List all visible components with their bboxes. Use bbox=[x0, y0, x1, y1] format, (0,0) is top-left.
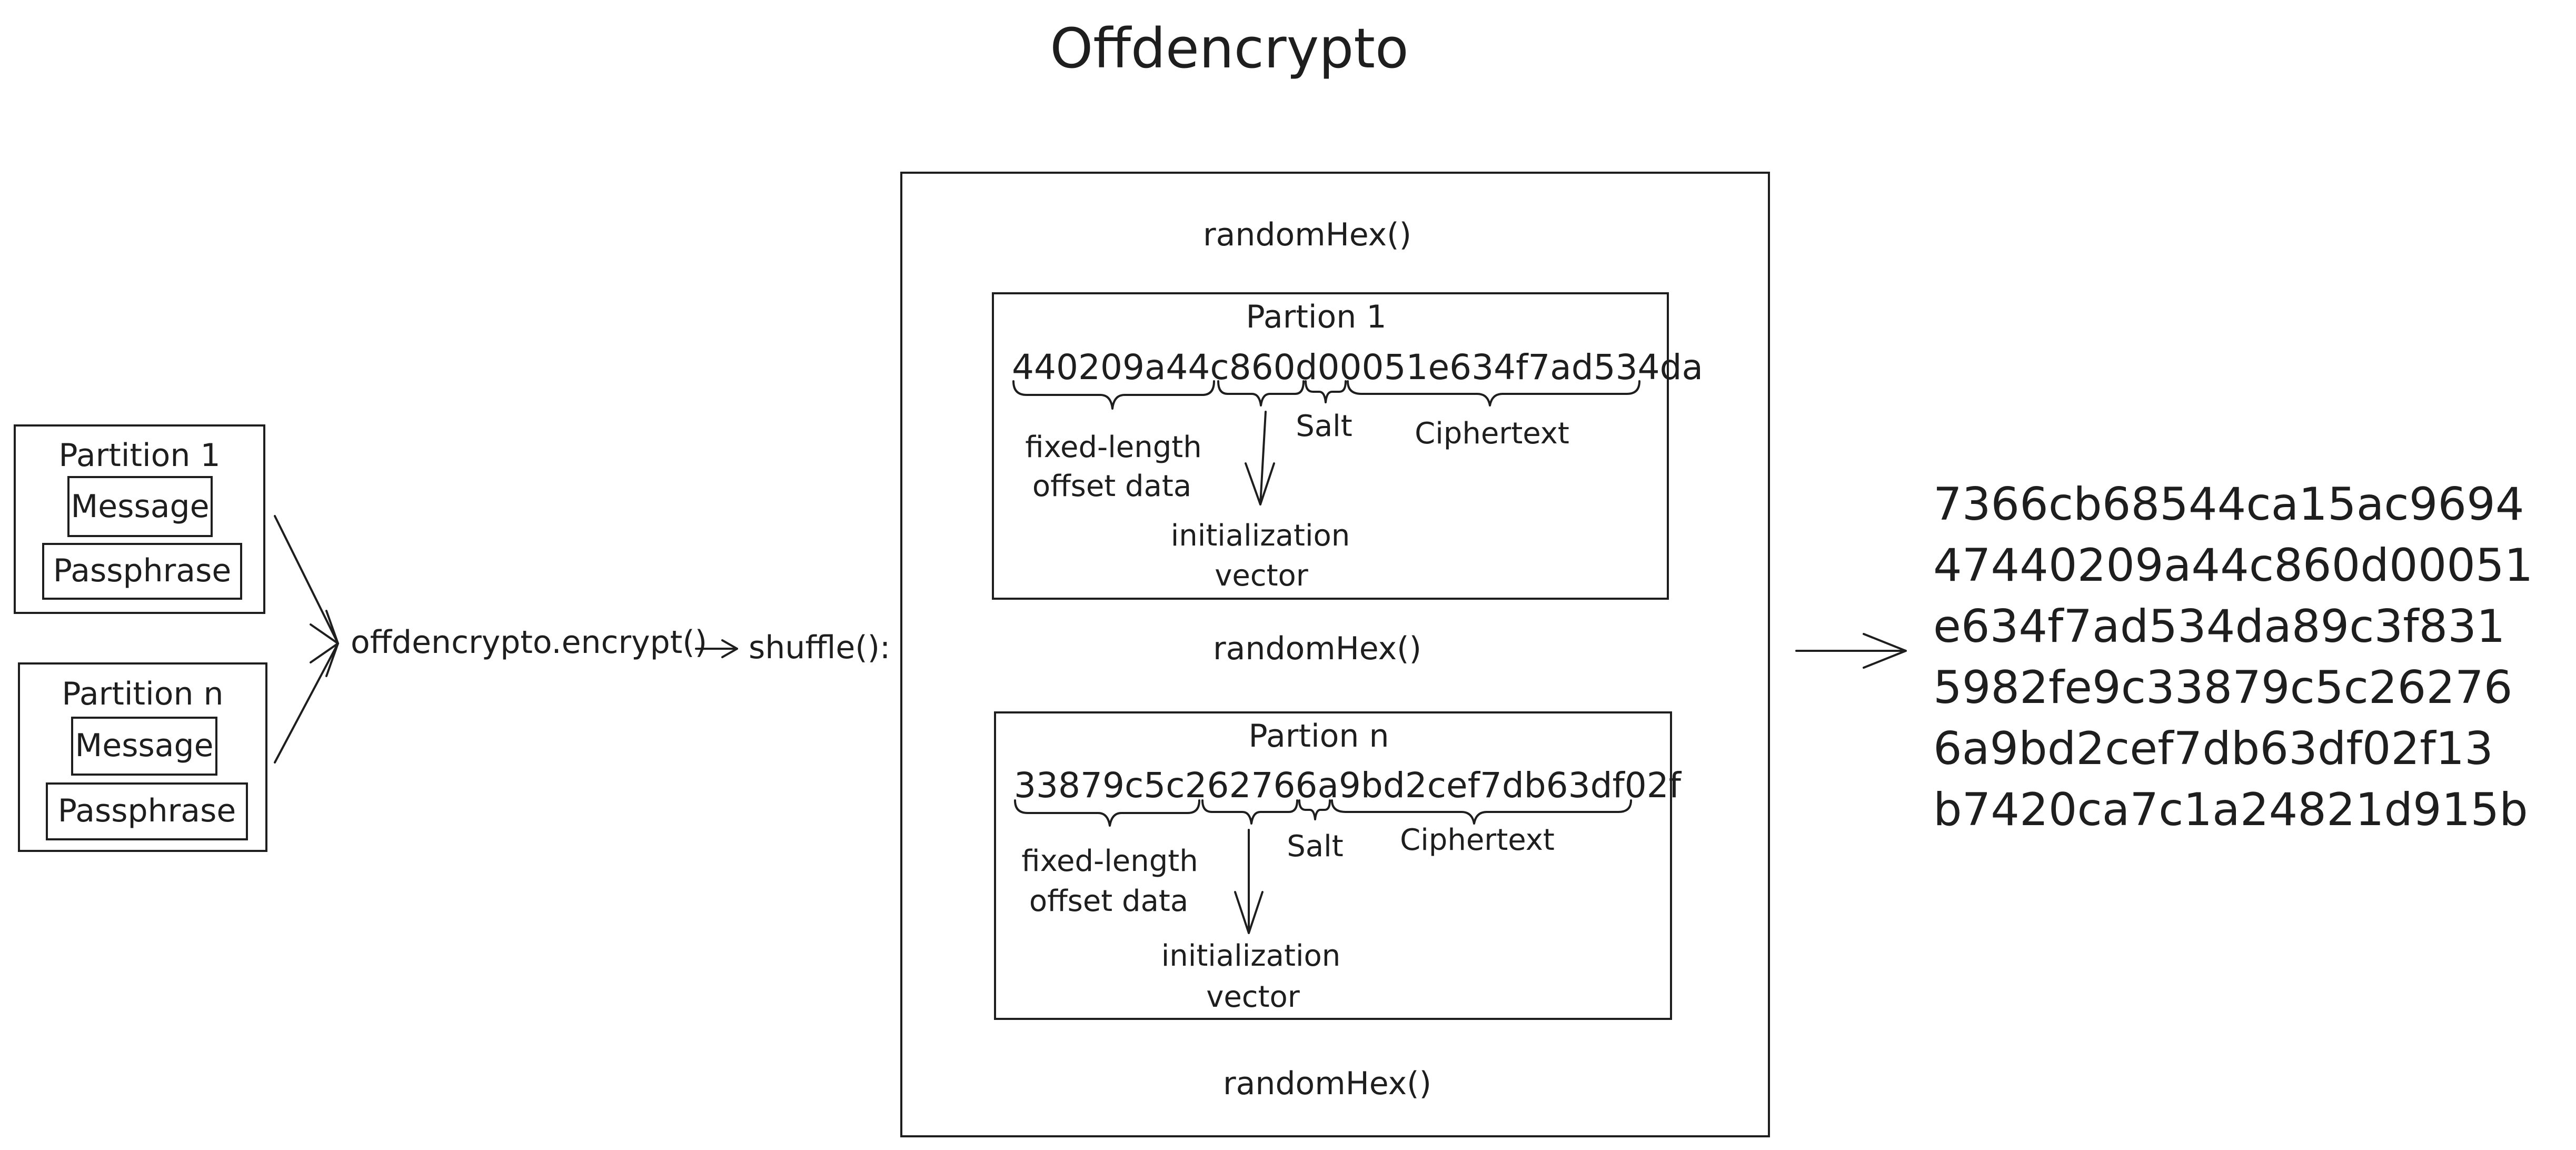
partition-1-ciphertext-label: Ciphertext bbox=[1415, 417, 1569, 451]
partition-1-iv-brace bbox=[1217, 380, 1305, 407]
partition-1-ciphertext-hex: 051e634f7ad534da bbox=[1362, 347, 1703, 388]
input-partition-n: Partition n Message Passphrase bbox=[18, 662, 267, 852]
input-partition-1-passphrase-box bbox=[42, 543, 242, 600]
merge-arrowhead-1 bbox=[310, 610, 339, 645]
partition-n-offset-hex: 33879c5c2 bbox=[1014, 765, 1207, 806]
partition-1-offset-brace bbox=[1012, 380, 1215, 410]
partition-n-detail: Partion n 33879c5c262766a9bd2cef7db63df0… bbox=[994, 711, 1682, 1020]
partition-1-iv-arrow bbox=[1245, 411, 1275, 505]
arrow-from-partition-n bbox=[274, 642, 339, 764]
partition-1-salt-hex: 00 bbox=[1318, 347, 1362, 388]
partition-1-salt-brace bbox=[1305, 380, 1347, 403]
partition-n-salt-brace bbox=[1298, 799, 1331, 820]
output-arrow bbox=[1795, 633, 1907, 669]
partition-1-title: Partion 1 bbox=[1246, 299, 1386, 335]
partition-1-offset-label-line2: offset data bbox=[1032, 469, 1191, 503]
shuffle-container bbox=[900, 172, 1770, 1137]
partition-n-iv-label-line2: vector bbox=[1206, 980, 1300, 1014]
output-line-6: b7420ca7c1a24821d915b bbox=[1933, 784, 2528, 836]
partition-1-iv-label-line1: initialization bbox=[1171, 519, 1350, 553]
partition-n-ciphertext-hex: bd2cef7db63df02f bbox=[1361, 765, 1682, 806]
partition-1-ciphertext-brace bbox=[1347, 380, 1640, 407]
output-line-4: 5982fe9c33879c5c26276 bbox=[1933, 661, 2513, 714]
partition-n-salt-label: Salt bbox=[1287, 829, 1343, 864]
partition-n-ciphertext-label: Ciphertext bbox=[1400, 823, 1555, 857]
partition-1-frame bbox=[992, 292, 1669, 600]
input-partition-1-message: Message bbox=[71, 488, 210, 525]
partition-1-offset-label-line1: fixed-length bbox=[1025, 430, 1201, 464]
partition-n-iv-arrow bbox=[1234, 829, 1264, 934]
input-partition-1: Partition 1 Message Passphrase bbox=[14, 424, 265, 614]
input-partition-n-passphrase: Passphrase bbox=[58, 792, 236, 829]
partition-n-salt-hex: 9 bbox=[1339, 765, 1361, 806]
input-partition-1-title: Partition 1 bbox=[58, 437, 220, 474]
encrypt-call-label: offdencrypto.encrypt() bbox=[351, 624, 707, 661]
output-line-5: 6a9bd2cef7db63df02f13 bbox=[1933, 722, 2493, 775]
partition-1-detail: Partion 1 440209a44c860d00051e634f7ad534… bbox=[992, 292, 1703, 600]
output-line-3: e634f7ad534da89c3f831 bbox=[1933, 600, 2505, 653]
arrow-from-partition-1 bbox=[274, 515, 339, 645]
partition-n-offset-label-line1: fixed-length bbox=[1021, 844, 1198, 878]
input-partition-1-message-box bbox=[67, 476, 213, 537]
merge-arrows bbox=[274, 515, 339, 764]
input-partition-n-message: Message bbox=[75, 727, 214, 764]
merge-arrowhead-2 bbox=[310, 642, 339, 677]
input-partition-n-passphrase-box bbox=[46, 782, 248, 840]
input-partition-n-message-box bbox=[71, 717, 217, 776]
diagram-title: Offdencrypto bbox=[1050, 16, 1408, 81]
input-partition-1-frame bbox=[14, 424, 265, 614]
partition-1-salt-label: Salt bbox=[1296, 409, 1352, 443]
input-partition-n-title: Partition n bbox=[62, 676, 223, 712]
partition-1-offset-hex: 440209a44c bbox=[1012, 347, 1229, 388]
partition-n-frame bbox=[994, 711, 1672, 1020]
partition-n-iv-brace bbox=[1201, 799, 1298, 825]
input-partition-1-passphrase: Passphrase bbox=[53, 552, 232, 589]
partition-n-ciphertext-brace bbox=[1331, 799, 1632, 825]
partition-n-offset-brace bbox=[1014, 799, 1200, 827]
shuffle-call-label: shuffle(): bbox=[749, 629, 890, 666]
random-hex-middle: randomHex() bbox=[1213, 630, 1421, 667]
partition-1-iv-label-line2: vector bbox=[1215, 559, 1309, 593]
output-line-2: 47440209a44c860d00051 bbox=[1933, 539, 2533, 592]
output-hex-block: 7366cb68544ca15ac9694 47440209a44c860d00… bbox=[1933, 478, 2533, 836]
random-hex-top: randomHex() bbox=[1203, 216, 1411, 253]
output-line-1: 7366cb68544ca15ac9694 bbox=[1933, 478, 2524, 531]
random-hex-bottom: randomHex() bbox=[1223, 1065, 1431, 1102]
partition-n-title: Partion n bbox=[1249, 718, 1389, 755]
partition-n-hex-string: 33879c5c262766a9bd2cef7db63df02f bbox=[1014, 765, 1682, 806]
partition-n-iv-label-line1: initialization bbox=[1161, 939, 1341, 973]
partition-1-hex-string: 440209a44c860d00051e634f7ad534da bbox=[1012, 347, 1703, 388]
partition-n-offset-label-line2: offset data bbox=[1029, 884, 1188, 918]
encrypt-to-shuffle-arrow bbox=[695, 639, 738, 658]
partition-n-iv-hex: 62766a bbox=[1207, 765, 1339, 806]
input-partition-n-frame bbox=[18, 662, 267, 852]
